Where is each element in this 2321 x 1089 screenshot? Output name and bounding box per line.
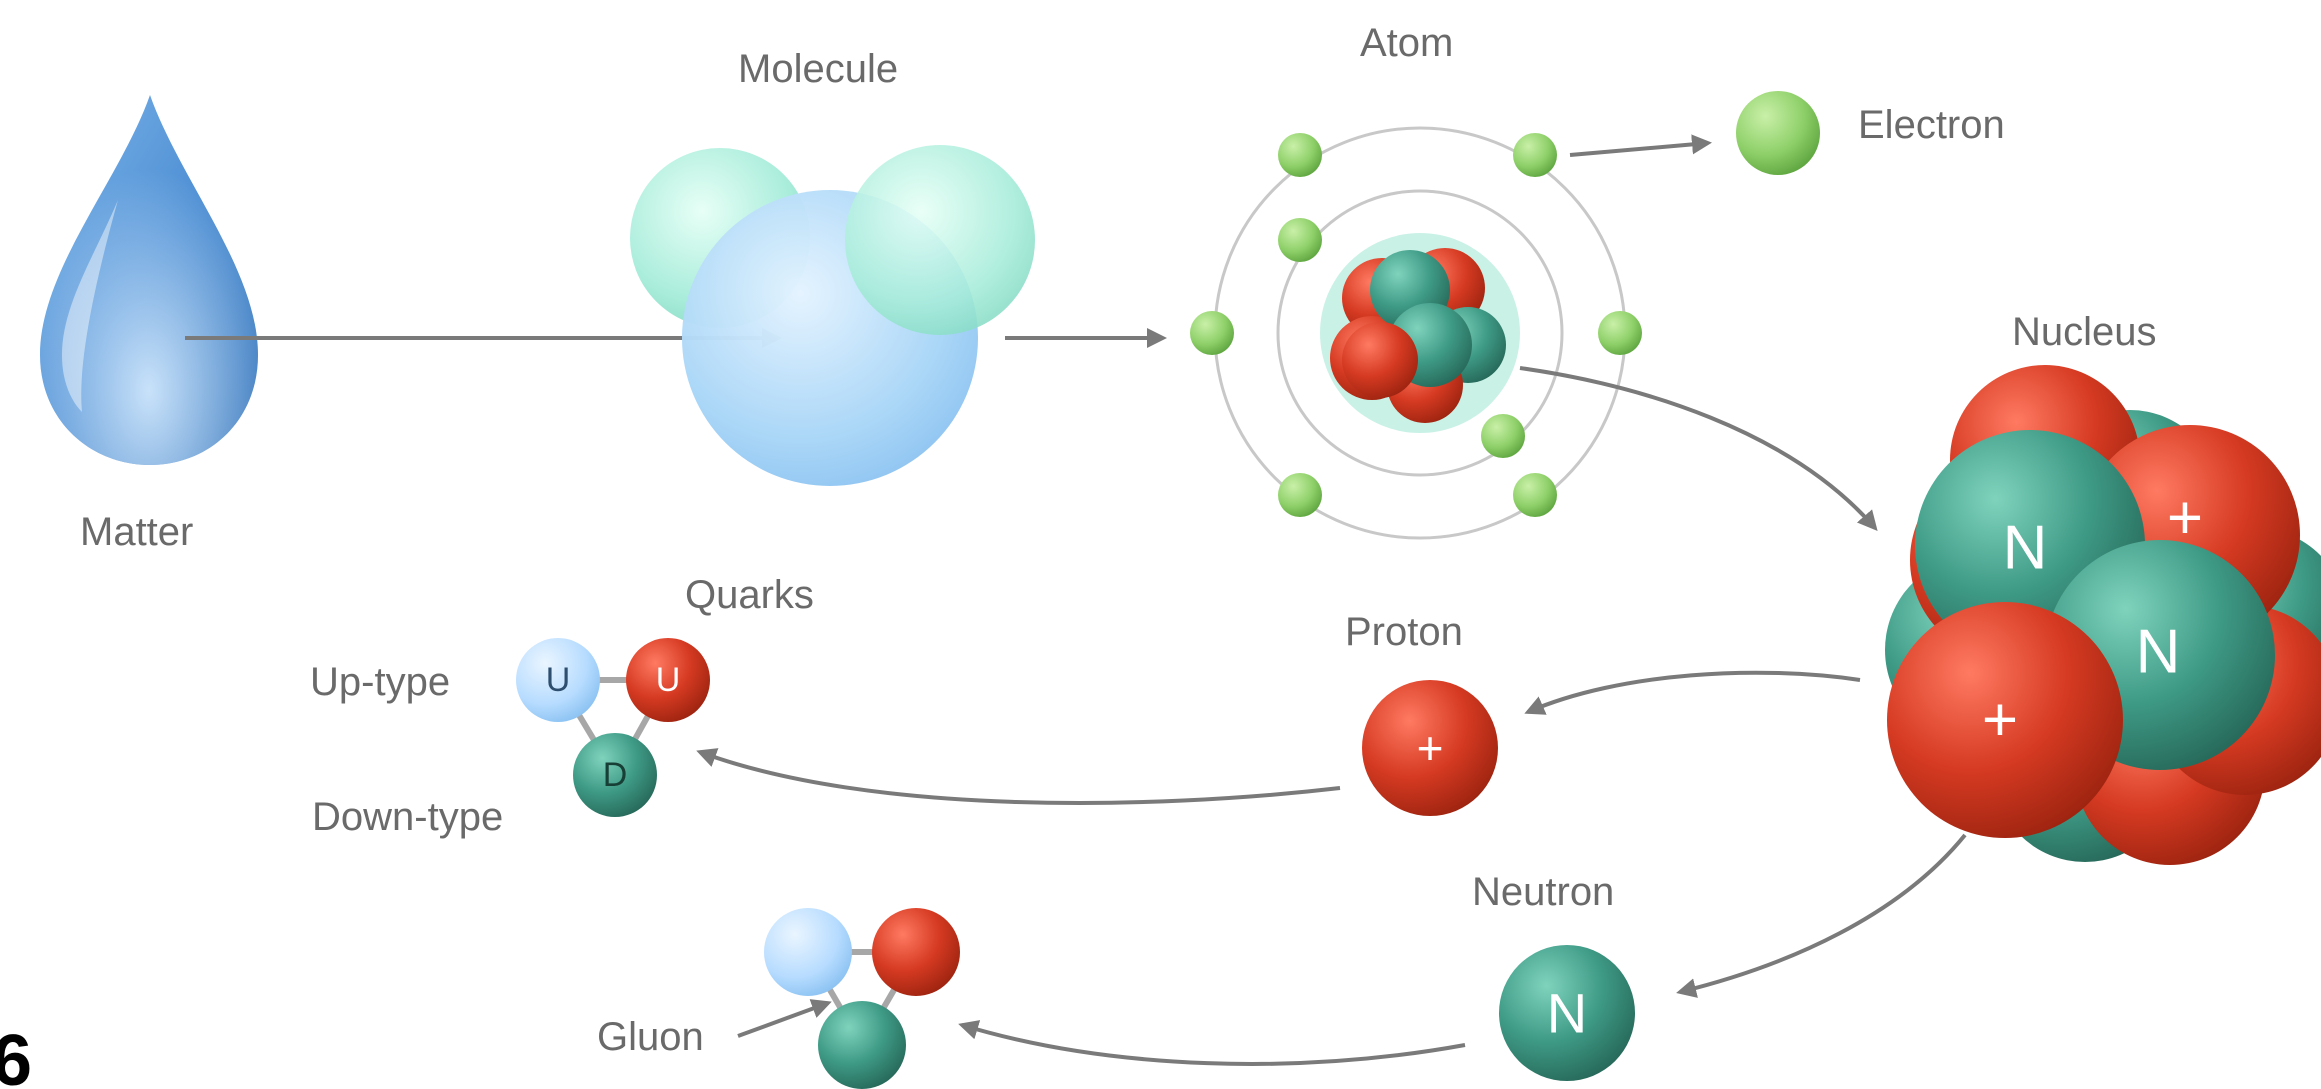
arrow-proton-to-quarks [696, 748, 1341, 805]
electron-dot [1513, 473, 1557, 517]
nucleus-plus-glyph: + [2167, 484, 2203, 553]
nucleus-proton [1887, 602, 2123, 838]
proton-label: Proton [1345, 610, 1463, 654]
arrow-atom-to-nucleus [1519, 366, 1878, 532]
nucleus: N + N + [1885, 365, 2321, 865]
arrow-gluon-label [737, 999, 832, 1038]
arrow-nucleus-to-proton [1524, 670, 1861, 715]
neutron [1499, 945, 1635, 1081]
down-type-label: Down-type [312, 795, 503, 839]
neutron-label: Neutron [1472, 870, 1614, 914]
down-quark [573, 733, 657, 817]
arrow-nucleus-to-neutron [1676, 833, 1967, 998]
gluon-triad [764, 908, 960, 1089]
up-quark-blue [516, 638, 600, 722]
atom-inner-orbit [1276, 189, 1564, 477]
quark-u-glyph: U [656, 661, 681, 699]
arrow-neutron-to-gluon [958, 1020, 1466, 1066]
quark-blue [764, 908, 852, 996]
atom-label: Atom [1360, 21, 1453, 65]
nucleus-label: Nucleus [2012, 310, 2157, 354]
neutron-n-glyph: N [1547, 982, 1587, 1045]
quarks-label: Quarks [685, 573, 814, 617]
matter-water-drop [40, 95, 258, 465]
molecule-water [630, 145, 1035, 486]
proton [1362, 680, 1498, 816]
quark-red [872, 908, 960, 996]
quark-teal [818, 1001, 906, 1089]
electron-dot [1481, 414, 1525, 458]
electron-dot [1598, 311, 1642, 355]
up-quark-red [626, 638, 710, 722]
electron-dot [1513, 133, 1557, 177]
proton-plus-glyph: + [1417, 722, 1444, 774]
electron-dot [1190, 311, 1234, 355]
molecule-label: Molecule [738, 47, 898, 91]
quark-triad: U U D [516, 638, 710, 817]
quark-d-glyph: D [603, 756, 628, 794]
matter-label: Matter [80, 510, 193, 554]
molecule-hydrogen-right [845, 145, 1035, 335]
up-type-label: Up-type [310, 660, 450, 704]
electron-label: Electron [1858, 103, 2005, 147]
nucleus-plus-glyph: + [1982, 686, 2018, 755]
arrow-atom-to-electron [1569, 134, 1712, 157]
nucleus-n-glyph: N [2136, 618, 2181, 687]
gluon-label: Gluon [597, 1015, 704, 1059]
electron [1736, 91, 1820, 175]
electron-dot [1278, 133, 1322, 177]
edge-fragment-text: 6 [0, 1021, 32, 1089]
quark-u-glyph: U [546, 661, 571, 699]
electron-dot [1278, 473, 1322, 517]
nucleus-n-glyph: N [2003, 514, 2048, 583]
atom [1190, 126, 1642, 540]
electron-dot [1278, 218, 1322, 262]
